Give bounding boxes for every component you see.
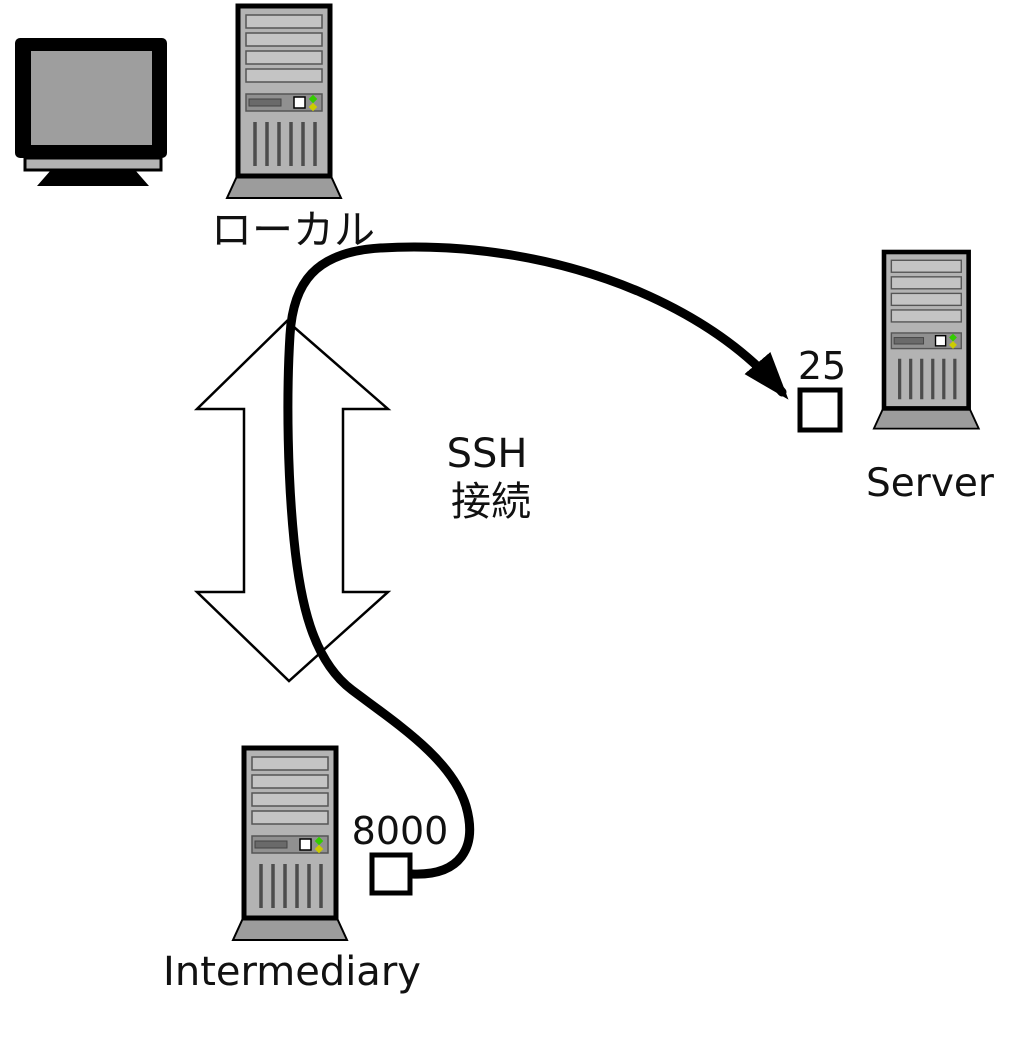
server-computer-icon (874, 252, 979, 429)
ssh-tunnel-curve (283, 242, 789, 879)
port-25-box (797, 387, 843, 433)
intermediary-label: Intermediary (163, 949, 421, 995)
local-computer-icon (227, 6, 341, 198)
monitor-icon (15, 38, 167, 186)
server-label: Server (866, 461, 995, 506)
local-label: ローカル (211, 206, 375, 254)
port-8000-box (369, 852, 413, 896)
ssh-label-line2: 接続 (451, 479, 531, 525)
intermediary-computer-icon (233, 748, 347, 940)
port-25-label: 25 (798, 344, 846, 388)
port-8000-label: 8000 (352, 809, 449, 853)
ssh-label-line1: SSH (447, 431, 528, 477)
